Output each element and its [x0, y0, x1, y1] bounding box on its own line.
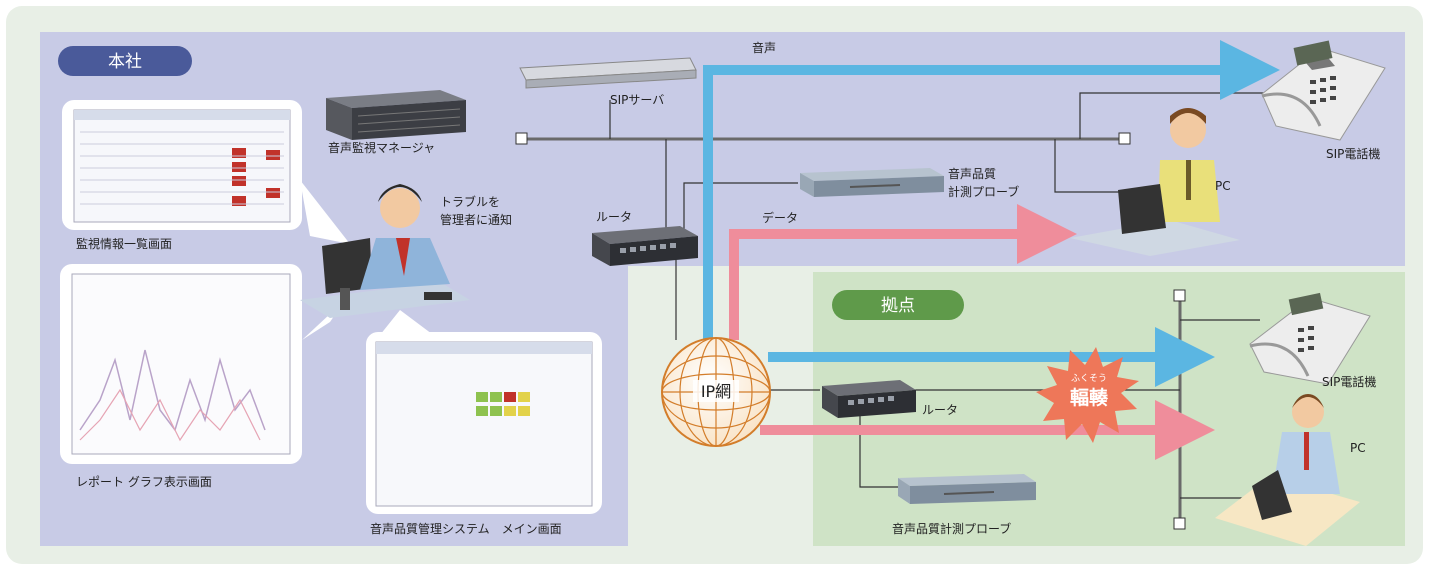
screen-monitor-list-label: 監視情報一覧画面 — [76, 236, 172, 251]
trouble-notice-line1: トラブルを — [440, 194, 500, 209]
pc-user-branch-icon — [1215, 394, 1360, 546]
sip-server-label: SIPサーバ — [610, 93, 664, 107]
trouble-notice-line2: 管理者に通知 — [440, 212, 512, 227]
screen-monitor-list-thumb — [62, 100, 302, 230]
router-head-label: ルータ — [596, 210, 632, 224]
callout-wedge-1 — [300, 180, 350, 244]
lan-terminal-left — [515, 132, 528, 145]
probe-branch-icon — [898, 474, 1036, 504]
probe-branch-label: 音声品質計測プローブ — [892, 521, 1011, 536]
probe-head-label-2: 計測プローブ — [948, 184, 1019, 199]
router-branch-label: ルータ — [922, 403, 958, 417]
sip-server-icon — [519, 57, 697, 89]
callout-wedge-3 — [380, 310, 440, 340]
congestion-burst-icon — [1036, 347, 1139, 443]
branch-label: 拠点 — [881, 296, 915, 316]
pc-head-label: PC — [1215, 179, 1231, 193]
data-label: データ — [762, 210, 798, 225]
voice-monitor-manager-label: 音声監視マネージャ — [328, 140, 435, 155]
sip-phone-head-icon — [1261, 40, 1386, 141]
administrator-icon — [300, 184, 470, 318]
screen-report-graph-label: レポート グラフ表示画面 — [76, 475, 212, 489]
voice-monitor-manager-icon — [326, 90, 466, 140]
head-office-pill: 本社 — [58, 46, 192, 76]
sip-phone-head-label: SIP電話機 — [1326, 146, 1380, 161]
voice-flow-head — [703, 40, 1280, 340]
screen-main-label: 音声品質管理システム メイン画面 — [370, 521, 562, 536]
congestion-label: 輻輳 — [1070, 386, 1109, 409]
voice-label: 音声 — [752, 40, 776, 55]
probe-head-label-1: 音声品質 — [948, 166, 996, 181]
router-branch-icon — [822, 380, 916, 418]
screen-main-thumb — [366, 332, 602, 514]
ip-network-globe-icon — [661, 337, 771, 447]
branch-terminal-top — [1173, 289, 1186, 302]
branch-pill: 拠点 — [832, 290, 964, 320]
pc-branch-label: PC — [1350, 441, 1366, 455]
head-office-label: 本社 — [108, 52, 142, 72]
probe-head-icon — [800, 168, 944, 197]
data-flow-head — [729, 204, 1077, 340]
lan-terminal-right — [1118, 132, 1131, 145]
congestion-ruby: ふくそう — [1071, 373, 1107, 384]
pc-user-head-icon — [1070, 108, 1240, 256]
router-head-icon — [592, 226, 698, 266]
screen-report-graph-thumb — [60, 264, 302, 464]
branch-terminal-bottom — [1173, 517, 1186, 530]
sip-phone-branch-icon — [1249, 292, 1371, 385]
sip-phone-branch-label: SIP電話機 — [1322, 374, 1376, 389]
ip-network-label: IP網 — [701, 382, 731, 401]
thin-links — [609, 92, 1265, 499]
